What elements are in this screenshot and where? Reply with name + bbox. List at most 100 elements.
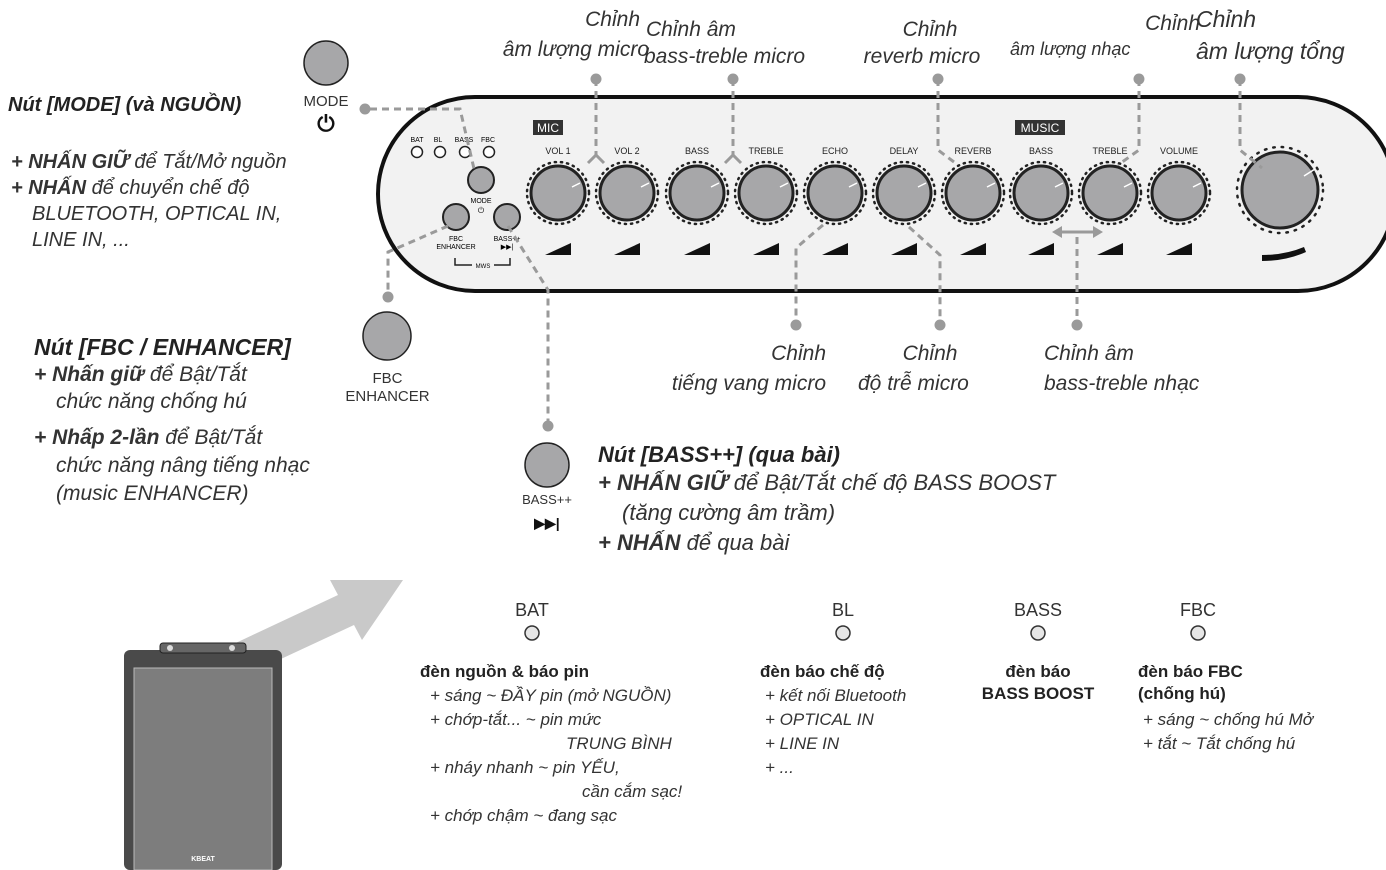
panel-mode-power-icon: ⏻ [478,206,485,215]
knob-scale-5 [871,160,937,226]
leader-lines [370,79,1263,425]
knobs-group: VOL 1 VOL 2 BASS TREBLE ECHO DELAY REVERB BASS T… [525,146,1212,255]
bass-icon-label: BASS++ [522,492,572,507]
music-double-arrow [1052,226,1103,238]
caption-mic-bass-treble-2: bass-treble micro [644,45,806,68]
mic-tag-text: MIC [537,121,559,135]
knob-6[interactable]: REVERB [940,146,1006,255]
skip-icon: ▶▶| [533,515,559,531]
legend-fbc-heading-1: đèn báo FBC [1138,662,1243,681]
knob-indicator-7 [1054,182,1064,188]
panel-led-bl [433,145,447,159]
knob-indicator-0 [571,182,581,188]
legend-bass-name: BASS [1013,600,1063,620]
knob-level-mark-4 [822,243,848,255]
knob-7[interactable]: BASS [1008,146,1074,255]
panel-leds: BAT BL BASS FBC [410,137,496,159]
knob-label-4: ECHO [822,146,848,156]
knob-label-0: VOL 1 [545,146,570,156]
caption-music-bass-treble-1: Chỉnh âm [1044,342,1134,365]
panel-fbc-label-1: FBC [449,236,463,243]
caption-delay-2: độ trễ micro [858,372,969,395]
knob-indicator-8 [1123,182,1133,188]
panel-mode-label: MODE [471,198,492,205]
panel-mode-button[interactable] [467,166,495,194]
legend-fbc-heading-2: (chống hú) [1138,684,1226,703]
bass-press-text: để qua bài [680,530,790,555]
fbc-double-text2: chức năng nâng tiếng nhạc [56,454,310,477]
caption-mic-reverb-1: Chỉnh [902,18,958,41]
music-tag [1015,120,1065,135]
knob-scale-6 [940,160,1006,226]
mode-hold-key: + NHẤN GIỮ [11,151,129,173]
knob-3[interactable]: TREBLE [733,146,799,255]
knob-cap-3 [737,164,795,222]
knob-indicator-3 [779,182,789,188]
fbc-hold-text: để Bật/Tắt [144,363,247,386]
knob-scale-3 [733,160,799,226]
mode-modes-line1: BLUETOOTH, OPTICAL IN, [32,203,282,225]
master-volume-knob[interactable] [1235,145,1325,261]
fbc-hold-line: + Nhấn giữ để Bật/Tắt [34,363,247,387]
fbc-double-text: để Bật/Tắt [159,426,263,449]
mode-button-icon [303,40,349,86]
panel-led-fbc-label: FBC [481,137,495,144]
panel-led-bass-label: BASS [455,137,474,144]
fbc-double-line: + Nhấp 2-lần để Bật/Tắt [34,426,262,450]
knob-label-8: TREBLE [1092,146,1127,156]
legend-bat-line-6: + chớp chậm ~ đang sạc [430,806,617,825]
knob-indicator-4 [848,182,858,188]
knob-label-6: REVERB [954,146,991,156]
knob-label-1: VOL 2 [614,146,639,156]
knob-scale-0 [525,160,591,226]
knob-scale-2 [664,160,730,226]
panel-led-bl-label: BL [434,137,443,144]
legend-bat-line-5: cần cắm sạc! [582,782,683,801]
knob-label-3: TREBLE [748,146,783,156]
caption-music-volume-2: âm lượng nhạc [1010,39,1131,59]
bass-title: Nút [BASS++] (qua bài) [598,442,841,467]
knob-scale-4 [802,160,868,226]
knob-0[interactable]: VOL 1 [525,146,591,255]
knob-4[interactable]: ECHO [802,146,868,255]
knob-level-mark-1 [614,243,640,255]
caption-master-volume-2: âm lượng tổng [1196,38,1345,64]
mode-icon-label: MODE [303,93,349,110]
knob-cap-2 [668,164,726,222]
knob-8[interactable]: TREBLE [1077,146,1143,255]
knob-scale-1 [594,160,660,226]
knob-level-mark-9 [1166,243,1192,255]
bass-hold-line: + NHẤN GIỮ để Bật/Tắt chế độ BASS BOOST [598,470,1055,496]
legend-bl-heading: đèn báo chế độ [760,662,885,681]
bass-press-line: + NHẤN để qua bài [598,530,789,556]
fbc-icon-label-2: ENHANCER [345,388,430,405]
caption-mic-volume-2: âm lượng micro [502,38,649,61]
knob-5[interactable]: DELAY [871,146,937,255]
knob-9[interactable]: VOLUME [1146,146,1212,255]
legend-bass-heading-1: đèn báo [1005,662,1071,681]
legend-led-bat [524,625,540,641]
knob-scale-9 [1146,160,1212,226]
fbc-hold-text2: chức năng chống hú [56,390,247,413]
legend-bl-line-3: + LINE IN [765,734,840,753]
mode-hold-line: + NHẤN GIỮ để Tắt/Mở nguồn [11,150,287,174]
legend-bl-line-2: + OPTICAL IN [765,710,874,729]
panel-fbc-button[interactable] [442,203,470,231]
bass-hold-text: để Bật/Tắt chế độ BASS BOOST [727,470,1056,495]
caption-music-volume-1: Chỉnh [1145,12,1200,35]
panel-skip-icon: ▶▶| [501,244,514,251]
legend-led-bass [1030,625,1046,641]
knob-level-mark-3 [753,243,779,255]
mode-press-line: + NHẤN để chuyển chế độ [11,176,249,200]
knob-2[interactable]: BASS [664,146,730,255]
fbc-hold-key: + Nhấn giữ [34,363,145,386]
mode-power-icon: ⏻ [317,111,335,136]
panel-bass-label: BASS++ [494,236,521,243]
panel-bass-button[interactable] [493,203,521,231]
knob-cap-9 [1150,164,1208,222]
caption-mic-volume-1: Chỉnh [585,8,640,31]
knob-indicator-2 [710,182,720,188]
knob-1[interactable]: VOL 2 [594,146,660,255]
legend-bl-name: BL [831,600,855,620]
